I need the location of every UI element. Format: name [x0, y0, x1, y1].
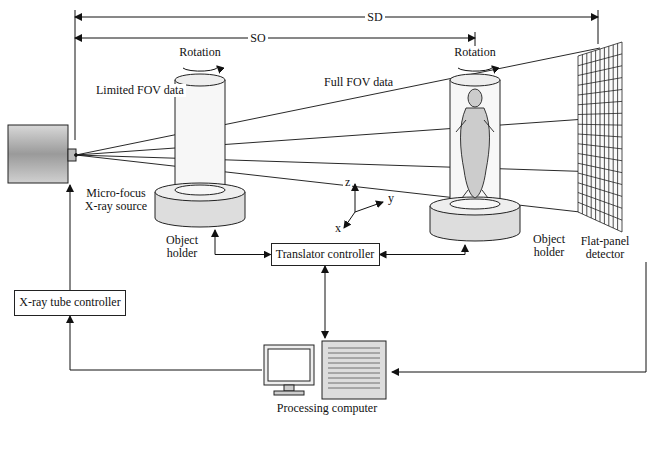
object-holder-left-part [175, 185, 225, 195]
dimension-lines-part [75, 10, 76, 140]
node-label: Flat-panel detector [574, 235, 636, 261]
specimen [456, 89, 494, 198]
detector-panel-part [578, 163, 622, 172]
axes-part [355, 202, 383, 212]
process-box: Translator controller [271, 243, 380, 266]
node-label: Object holder [157, 234, 207, 260]
node-label: Processing computer [262, 402, 392, 415]
rotation-arrow [183, 66, 493, 71]
dimension-lines-part [598, 10, 599, 44]
x-ray-source-part [8, 125, 68, 183]
detector-panel-part [578, 113, 622, 114]
specimen-part [456, 120, 494, 198]
fov-label: Full FOV data [322, 76, 395, 89]
detector-panel-part [578, 183, 622, 197]
flat-panel-detector: Flat-panel detector [570, 38, 650, 262]
detector-panel-part [578, 144, 622, 149]
node-label: Object holder [524, 233, 574, 259]
detector-panel [578, 42, 622, 232]
detector-panel-part [578, 66, 622, 76]
computer-part-part [328, 358, 380, 359]
connector-arrow [380, 245, 466, 255]
process-box: X-ray tube controller [14, 290, 126, 316]
detector-panel-part [578, 134, 622, 137]
connector-arrow [70, 316, 262, 370]
computer-part-part [328, 373, 380, 374]
axis-label: z [343, 176, 352, 189]
object-holder-left-part [155, 183, 245, 201]
axis-label: x [333, 222, 343, 235]
computer [264, 341, 386, 399]
object-holder-right [430, 74, 520, 241]
fov-label: Limited FOV data [94, 84, 186, 97]
dimension-label: SO [248, 32, 267, 45]
axes-part [344, 212, 355, 228]
rotation-arrow-part [458, 66, 493, 71]
connector-arrow [392, 262, 646, 372]
object-holder-left-part [225, 80, 226, 188]
dimension-label: SD [365, 11, 384, 24]
node-label: Translator controller [276, 248, 375, 261]
node-label: Micro-focus X-ray source [80, 187, 152, 213]
computer-part [322, 341, 386, 399]
rotation-label: Rotation [452, 46, 497, 59]
connector-arrow [215, 230, 271, 255]
axes [344, 184, 383, 228]
computer-part [274, 391, 304, 395]
dimension-lines-part [75, 17, 598, 18]
computer-part [328, 348, 380, 388]
object-holder-right-part [450, 199, 500, 209]
axis-label: y [386, 192, 396, 205]
computer-part-part [328, 368, 380, 369]
rotation-label: Rotation [177, 46, 222, 59]
detector-panel-part [578, 202, 622, 220]
detector-panel-part [578, 173, 622, 185]
connector-arrow [70, 185, 71, 290]
detector-panel-part [578, 90, 622, 96]
computer-part-part [328, 348, 380, 349]
computer-part-part [328, 378, 380, 379]
detector-panel-part [578, 193, 622, 209]
x-ray-source [8, 125, 78, 183]
detector-panel-part [578, 124, 622, 126]
specimen-part [468, 89, 482, 107]
x-ray-source: Micro-focus X-ray source [8, 125, 76, 185]
object-holder-right-part [450, 74, 500, 86]
computer-part-part [328, 363, 380, 364]
computer-part [284, 385, 294, 391]
object-holder-right-part [450, 80, 500, 202]
computer-part-part [328, 383, 380, 384]
detector-panel-part [578, 78, 622, 86]
x-ray-beam [76, 48, 600, 212]
computer-part-part [328, 388, 380, 389]
computer-part [268, 349, 310, 381]
object-holder: Object holder [430, 197, 520, 245]
x-ray-beam-part [76, 118, 600, 155]
x-ray-beam-part [76, 48, 600, 155]
connector-arrow [325, 266, 326, 338]
detector-panel-part [578, 54, 622, 66]
detector-panel-part [578, 154, 622, 161]
object-holder-right-part [430, 197, 520, 215]
processing-computer: Processing computer [262, 338, 392, 432]
computer-part-part [328, 353, 380, 354]
detector-panel-part [578, 101, 622, 104]
object-holder-right-part [450, 80, 451, 202]
detector-panel-part [578, 42, 622, 232]
object-holder-right-part [500, 80, 501, 202]
x-ray-source-part [75, 154, 78, 157]
computer-part [264, 345, 314, 385]
dimension-lines-part [75, 38, 475, 39]
node-label: X-ray tube controller [19, 296, 120, 309]
rotation-arrow-part [183, 66, 218, 71]
axes-part [355, 184, 356, 212]
object-holder: Object holder [155, 182, 245, 230]
dimension-lines [75, 10, 598, 140]
